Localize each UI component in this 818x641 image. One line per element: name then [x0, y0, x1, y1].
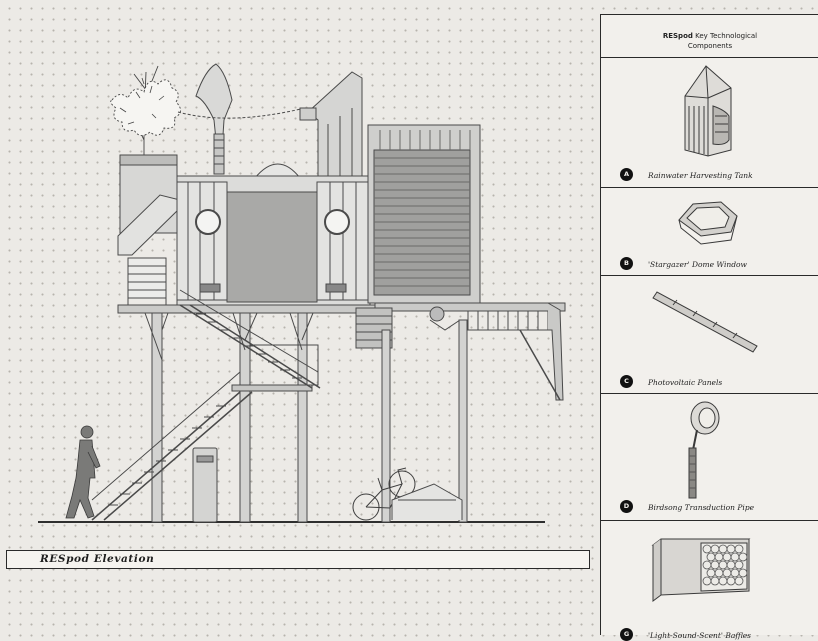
component-g: G 'Light-Sound-Scent' Baffles [601, 521, 818, 641]
elevation-caption: RESpod Elevation [40, 553, 155, 565]
label-b: 'Stargazer' Dome Window [648, 260, 747, 269]
tower-roof [307, 71, 363, 177]
porch-bench [127, 257, 167, 299]
badge-c: C [620, 375, 633, 388]
birdsong-pipe-icon [688, 401, 720, 499]
badge-a: A [620, 168, 633, 181]
porthole-right [324, 209, 350, 235]
dome-window-icon [678, 201, 738, 245]
components-key-panel: RESpod Key Technological Components A Ra… [600, 14, 818, 641]
main-deck [117, 304, 381, 314]
label-g: 'Light-Sound-Scent' Baffles [648, 631, 752, 640]
compost-bin [192, 447, 218, 523]
person-figure [65, 425, 101, 519]
solar-panel-icon [652, 291, 758, 353]
pulley [429, 306, 445, 322]
key-title-brand: RESpod [662, 32, 693, 40]
component-b: B 'Stargazer' Dome Window [601, 188, 818, 276]
birdsong-pipe [195, 63, 233, 151]
component-c: C Photovoltaic Panels [601, 276, 818, 394]
baffles-icon [651, 538, 751, 602]
string-lights [177, 107, 306, 119]
component-a: A Rainwater Harvesting Tank [601, 58, 818, 188]
rainwater-tank-icon [684, 65, 732, 157]
lower-stair-flight [91, 391, 241, 521]
label-c: Photovoltaic Panels [648, 378, 723, 387]
label-a: Rainwater Harvesting Tank [648, 171, 753, 180]
label-d: Birdsong Transduction Pipe [648, 503, 755, 512]
component-d: D Birdsong Transduction Pipe [601, 394, 818, 521]
key-title-line2: Components [687, 42, 733, 50]
ground-bench [391, 483, 463, 520]
key-title: RESpod Key Technological Components [601, 31, 818, 51]
key-header: RESpod Key Technological Components [601, 15, 818, 58]
badge-d: D [620, 500, 633, 513]
stair-landing [231, 384, 313, 392]
respod-elevation-drawing [38, 63, 566, 523]
porthole-left [195, 209, 221, 235]
elevation-caption-bar: RESpod Elevation [6, 550, 590, 569]
tree [110, 65, 181, 158]
badge-b: B [620, 257, 633, 270]
right-deck [374, 302, 566, 312]
key-title-rest: Key Technological [692, 32, 758, 40]
upper-stair-flight [179, 304, 313, 389]
support-posts [151, 312, 468, 523]
cantilever-arm [547, 302, 564, 401]
